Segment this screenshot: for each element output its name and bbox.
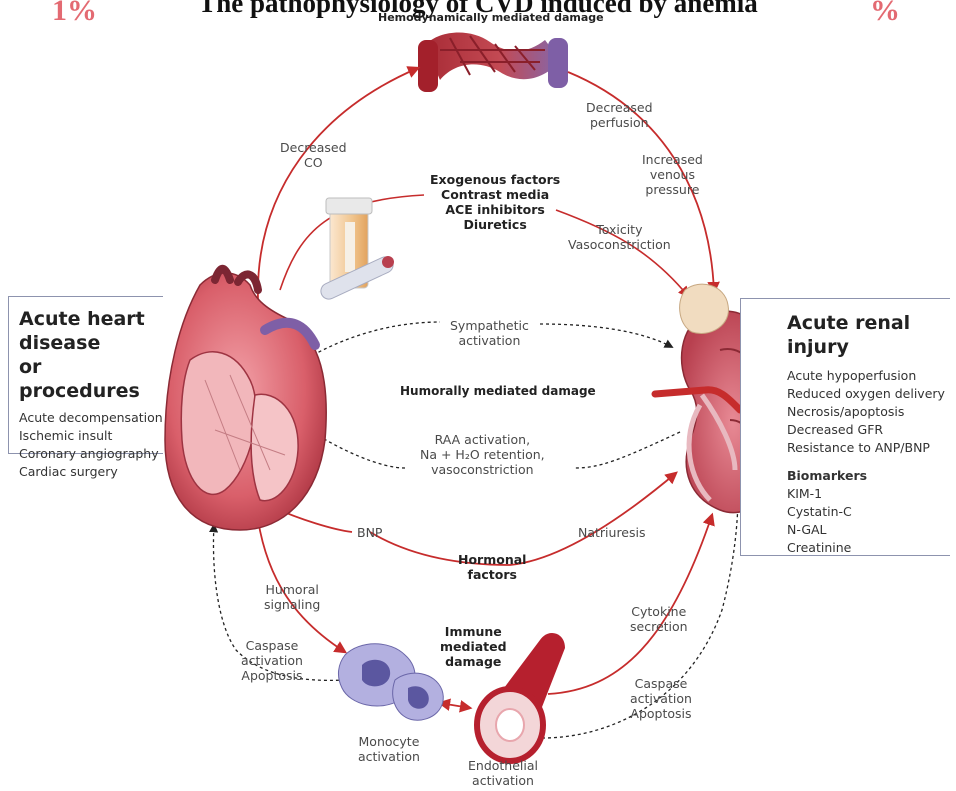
decreased-co-label: Decreased CO [280, 140, 347, 170]
renal-injury-box: Acute renal injury Acute hypoperfusion R… [740, 298, 950, 556]
heart-box-title-line1: Acute heart disease [19, 307, 163, 355]
sympathetic-line: Sympathetic [450, 318, 529, 333]
cytokine-label: Cytokine secretion [630, 604, 688, 634]
biomarker-item: Creatinine [787, 539, 950, 557]
humoral-signaling-label: Humoral signaling [264, 582, 320, 612]
heart-box-title-line2: or procedures [19, 355, 163, 403]
arrow-monocyte-endothelial [440, 703, 470, 708]
venous-pressure-line: venous [642, 167, 703, 182]
decreased-co-line: CO [280, 155, 347, 170]
sympathetic-line: activation [450, 333, 529, 348]
decreased-perfusion-label: Decreased perfusion [586, 100, 653, 130]
caspase-right-line: activation [630, 691, 692, 706]
renal-item: Resistance to ANP/BNP [787, 439, 950, 457]
heart-disease-box: Acute heart disease or procedures Acute … [8, 296, 163, 454]
hemodynamic-label: Hemodynamically mediated damage [378, 10, 604, 25]
renal-box-title: Acute renal injury [787, 311, 950, 359]
cytokine-line: secretion [630, 619, 688, 634]
toxicity-label: Toxicity Vasoconstriction [568, 222, 671, 252]
raa-label: RAA activation, Na + H₂O retention, vaso… [420, 432, 545, 477]
renal-item: Decreased GFR [787, 421, 950, 439]
caspase-left-line: activation [241, 653, 303, 668]
renal-item: Acute hypoperfusion [787, 367, 950, 385]
caspase-left-line: Caspase [241, 638, 303, 653]
immune-line: Immune [440, 624, 507, 639]
toxicity-line: Toxicity [568, 222, 671, 237]
sympathetic-label: Sympathetic activation [450, 318, 529, 348]
hormonal-line: Hormonal [458, 552, 526, 567]
monocyte-illustration [338, 644, 443, 720]
heart-item: Acute decompensation [19, 409, 163, 427]
endothelial-activation-label: Endothelial activation [468, 758, 538, 788]
venous-pressure-line: Increased [642, 152, 703, 167]
caspase-right-label: Caspase activation Apoptosis [630, 676, 692, 721]
caspase-right-line: Apoptosis [630, 706, 692, 721]
biomarker-item: KIM-1 [787, 485, 950, 503]
endothelial-line: activation [468, 773, 538, 788]
endothelial-line: Endothelial [468, 758, 538, 773]
drug-vial-illustration [318, 198, 395, 302]
raa-line: Na + H₂O retention, [420, 447, 545, 462]
toxicity-line: Vasoconstriction [568, 237, 671, 252]
heart-item: Cardiac surgery [19, 463, 163, 481]
renal-item: Reduced oxygen delivery [787, 385, 950, 403]
humoral-line: Humoral [264, 582, 320, 597]
venous-pressure-line: pressure [642, 182, 703, 197]
cytokine-line: Cytokine [630, 604, 688, 619]
biomarker-item: Cystatin-C [787, 503, 950, 521]
decreased-perfusion-line: perfusion [586, 115, 653, 130]
bnp-label: BNP [357, 525, 382, 540]
heart-illustration [165, 269, 326, 530]
venous-pressure-label: Increased venous pressure [642, 152, 703, 197]
raa-line: RAA activation, [420, 432, 545, 447]
monocyte-activation-label: Monocyte activation [358, 734, 420, 764]
hormonal-line: factors [458, 567, 526, 582]
decreased-perfusion-line: Decreased [586, 100, 653, 115]
exogenous-line: Contrast media [430, 187, 560, 202]
caspase-left-line: Apoptosis [241, 668, 303, 683]
capillary-vessel-illustration [418, 33, 568, 92]
exogenous-line: Diuretics [430, 217, 560, 232]
raa-line: vasoconstriction [420, 462, 545, 477]
humorally-mediated-label: Humorally mediated damage [400, 384, 596, 399]
heart-item: Ischemic insult [19, 427, 163, 445]
biomarkers-title: Biomarkers [787, 467, 950, 485]
immune-mediated-label: Immune mediated damage [440, 624, 507, 669]
exogenous-factors-label: Exogenous factors Contrast media ACE inh… [430, 172, 560, 232]
heart-item: Coronary angiography [19, 445, 163, 463]
exogenous-line: Exogenous factors [430, 172, 560, 187]
caspase-right-line: Caspase [630, 676, 692, 691]
monocyte-line: Monocyte [358, 734, 420, 749]
monocyte-line: activation [358, 749, 420, 764]
caspase-left-label: Caspase activation Apoptosis [241, 638, 303, 683]
decreased-co-line: Decreased [280, 140, 347, 155]
immune-line: damage [440, 654, 507, 669]
humoral-line: signaling [264, 597, 320, 612]
renal-item: Necrosis/apoptosis [787, 403, 950, 421]
immune-line: mediated [440, 639, 507, 654]
hormonal-factors-label: Hormonal factors [458, 552, 526, 582]
exogenous-line: ACE inhibitors [430, 202, 560, 217]
biomarker-item: N-GAL [787, 521, 950, 539]
natriuresis-label: Natriuresis [578, 525, 646, 540]
